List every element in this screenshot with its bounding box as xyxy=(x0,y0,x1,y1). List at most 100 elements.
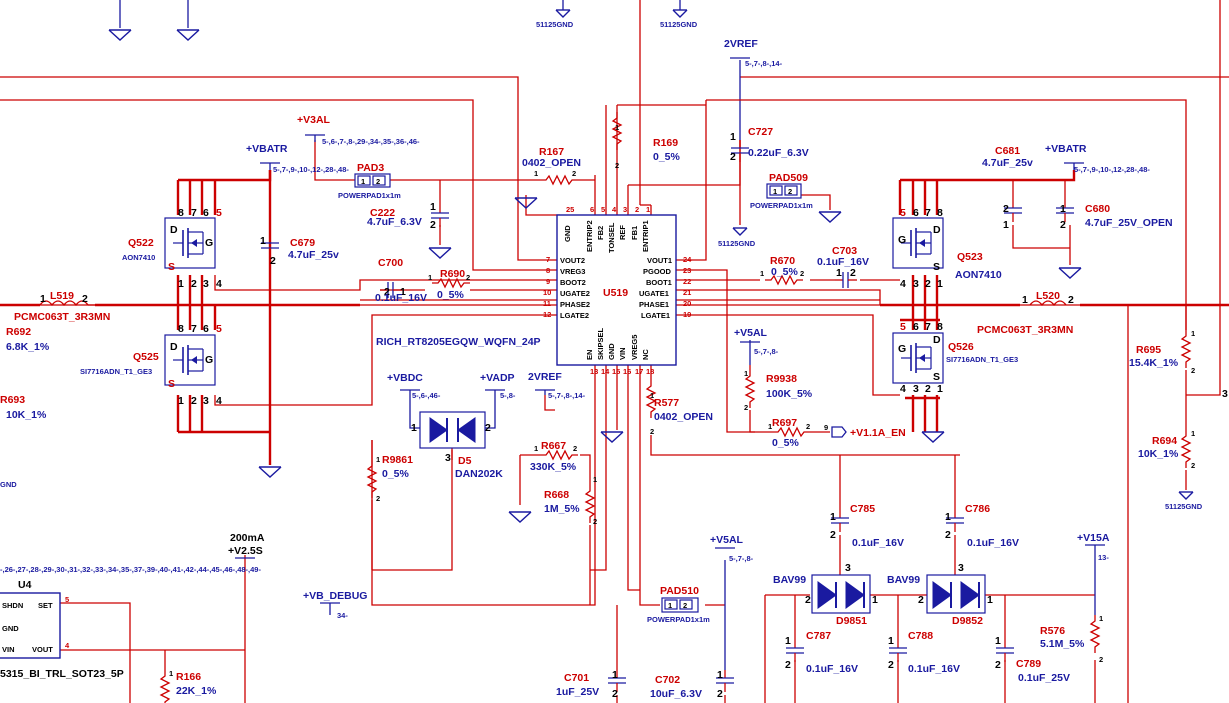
q522-pin2: 2 xyxy=(191,278,197,290)
pad510-pin2: 2 xyxy=(683,601,687,610)
r692-ref: R692 xyxy=(6,326,31,338)
q522-ref: Q522 xyxy=(128,237,154,249)
v15a-refs: 13- xyxy=(1098,553,1109,562)
c785-pin1: 1 xyxy=(830,511,836,523)
r576-pin2: 2 xyxy=(1099,655,1103,664)
r576-pin1: 1 xyxy=(1099,614,1103,623)
pin-num-17: 17 xyxy=(635,367,643,376)
q523-pin5: 5 xyxy=(900,207,906,219)
pin-num-14: 14 xyxy=(601,367,610,376)
c727-value: 0.22uF_6.3V xyxy=(748,147,809,159)
pin-gnd-bot: GND xyxy=(607,343,616,360)
ic-part: RICH_RT8205EGQW_WQFN_24P xyxy=(376,336,541,348)
q523-pin8: 8 xyxy=(937,207,943,219)
c727-ref: C727 xyxy=(748,126,773,138)
q525-pin5: 5 xyxy=(216,323,222,335)
r690-pin1: 1 xyxy=(428,273,432,282)
pad509-pin1: 1 xyxy=(773,187,777,196)
r697-pin2: 2 xyxy=(806,422,810,431)
c727-pin2: 2 xyxy=(730,151,736,163)
q523-ref: Q523 xyxy=(957,251,983,263)
vref-bot-refs: 5-,7-,8-,14- xyxy=(548,391,586,400)
ground-symbols xyxy=(108,9,1194,523)
c703-value: 0.1uF_16V xyxy=(817,256,869,268)
q526-pin5: 5 xyxy=(900,321,906,333)
q523-d-label: D xyxy=(933,224,941,236)
mosfet-q523: G D S Q523 AON7410 5 6 7 8 4 3 2 1 xyxy=(892,207,1002,290)
c701-value: 1uF_25V xyxy=(556,686,599,698)
pin-num-15: 15 xyxy=(612,367,620,376)
pin-phase2: PHASE2 xyxy=(560,300,590,309)
pad509-pin2: 2 xyxy=(788,187,792,196)
pin-num-7: 7 xyxy=(546,255,550,264)
pin-num-19: 19 xyxy=(683,310,691,319)
c785-ref: C785 xyxy=(850,503,875,515)
d9851-pin3: 3 xyxy=(845,562,851,574)
pin-num-8: 8 xyxy=(546,266,550,275)
r695-value: 15.4K_1% xyxy=(1129,357,1179,369)
q523-pin2: 2 xyxy=(925,278,931,290)
pin-nc: NC xyxy=(641,349,650,360)
pin-num-22: 22 xyxy=(683,277,691,286)
pin-num-25: 25 xyxy=(566,205,574,214)
pin-ugate1: UGATE1 xyxy=(639,289,669,298)
r668-pin2: 2 xyxy=(593,517,597,526)
c702-pin1: 1 xyxy=(717,669,723,681)
r692-value: 6.8K_1% xyxy=(6,341,50,353)
v15a-label: +V15A xyxy=(1077,532,1110,544)
vbatr-left-refs: 5-,7-,9-,10-,12-,28-,48- xyxy=(273,165,349,174)
q526-pin7: 7 xyxy=(925,321,931,333)
ic-u4: SHDN GND VIN SET VOUT 5 4 U4 5315_BI_TRL… xyxy=(0,579,124,680)
q525-g-label: G xyxy=(205,354,213,366)
u4-set: SET xyxy=(38,601,53,610)
c679-pin2: 2 xyxy=(270,255,276,267)
vadp-label: +VADP xyxy=(480,372,515,384)
r577-pin2: 2 xyxy=(650,427,654,436)
c785-pin2: 2 xyxy=(830,529,836,541)
pin-num-3: 3 xyxy=(623,205,627,214)
r694-value: 10K_1% xyxy=(1138,448,1179,460)
d5-pin2: 2 xyxy=(485,422,491,434)
r668-ref: R668 xyxy=(544,489,569,501)
v5al-b-label: +V5AL xyxy=(710,534,744,546)
pad510-ref: PAD510 xyxy=(660,585,699,597)
pin-vin: VIN xyxy=(618,347,627,360)
c680-pin2: 2 xyxy=(1060,219,1066,231)
c788-pin2: 2 xyxy=(888,659,894,671)
q526-pin4: 4 xyxy=(900,383,906,395)
pin-num-12: 12 xyxy=(543,310,551,319)
l519-value: PCMC063T_3R3MN xyxy=(14,311,110,323)
pin-tonsel: TONSEL xyxy=(607,222,616,253)
pad3-pin1: 1 xyxy=(361,177,365,186)
q522-pin5: 5 xyxy=(216,207,222,219)
c222-value: 4.7uF_6.3V xyxy=(367,216,422,228)
vref-top-label: 2VREF xyxy=(724,38,758,50)
q525-pin6: 6 xyxy=(203,323,209,335)
vbatr-right-label: +VBATR xyxy=(1045,143,1087,155)
r166-pin1: 1 xyxy=(169,669,173,678)
c789-value: 0.1uF_25V xyxy=(1018,672,1070,684)
vbatr-left-label: +VBATR xyxy=(246,143,288,155)
d9852-value: BAV99 xyxy=(887,574,920,586)
v25s-label: +V2.5S xyxy=(228,545,263,557)
power-pads: 1 2 PAD3 POWERPAD1x1m 1 2 PAD509 POWERPA… xyxy=(338,162,813,624)
pin-vreg5: VREG5 xyxy=(630,335,639,360)
pin-vout1: VOUT1 xyxy=(647,256,672,265)
r576-value: 5.1M_5% xyxy=(1040,638,1085,650)
l519-pin2: 2 xyxy=(82,293,88,305)
pin-boot2: BOOT2 xyxy=(560,278,586,287)
pin-en: EN xyxy=(585,350,594,360)
c703-pin1: 1 xyxy=(836,267,842,279)
c700-pin1: 1 xyxy=(400,286,406,298)
q523-pin3: 3 xyxy=(913,278,919,290)
l519-ref: L519 xyxy=(50,290,74,302)
d9851-ref: D9851 xyxy=(836,615,867,627)
d5-pin1: 1 xyxy=(411,422,417,434)
q523-value: AON7410 xyxy=(955,269,1002,281)
pin-num-6: 6 xyxy=(590,205,594,214)
d9851-value: BAV99 xyxy=(773,574,806,586)
c788-pin1: 1 xyxy=(888,635,894,647)
r670-pin2: 2 xyxy=(800,269,804,278)
l519-pin1: 1 xyxy=(40,293,46,305)
q523-pin6: 6 xyxy=(913,207,919,219)
